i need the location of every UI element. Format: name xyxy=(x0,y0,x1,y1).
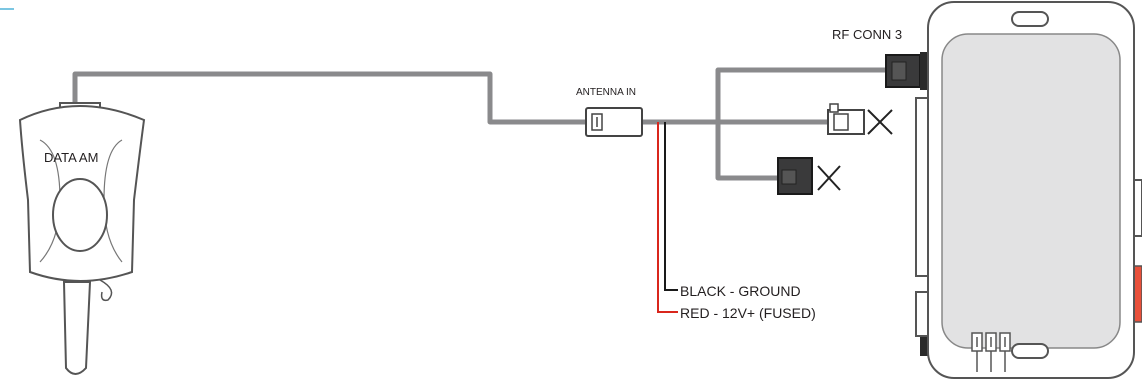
module-label: DATA AM xyxy=(44,150,98,165)
unit-pins xyxy=(971,332,1011,372)
rf-conn-3-connector: RF CONN 3 xyxy=(832,27,921,88)
unit-face xyxy=(941,33,1121,349)
red-wire xyxy=(657,122,678,313)
black-wire xyxy=(664,122,678,291)
data-am-module: DATA AM xyxy=(18,102,146,375)
module-button xyxy=(52,178,108,252)
antenna-cable xyxy=(72,67,885,181)
rf-conn-label: RF CONN 3 xyxy=(832,27,902,42)
antenna-in-label: ANTENNA IN xyxy=(576,87,636,98)
x-mark-icon xyxy=(867,109,893,135)
antenna-in-connector: ANTENNA IN xyxy=(576,87,643,137)
red-wire-label: RED - 12V+ (FUSED) xyxy=(680,305,816,321)
x-mark-icon xyxy=(817,165,841,191)
unused-white-connector xyxy=(827,103,865,135)
module-cable xyxy=(62,281,92,375)
control-unit xyxy=(915,1,1142,379)
unused-black-connector xyxy=(777,157,813,195)
black-wire-label: BLACK - GROUND xyxy=(680,283,801,299)
